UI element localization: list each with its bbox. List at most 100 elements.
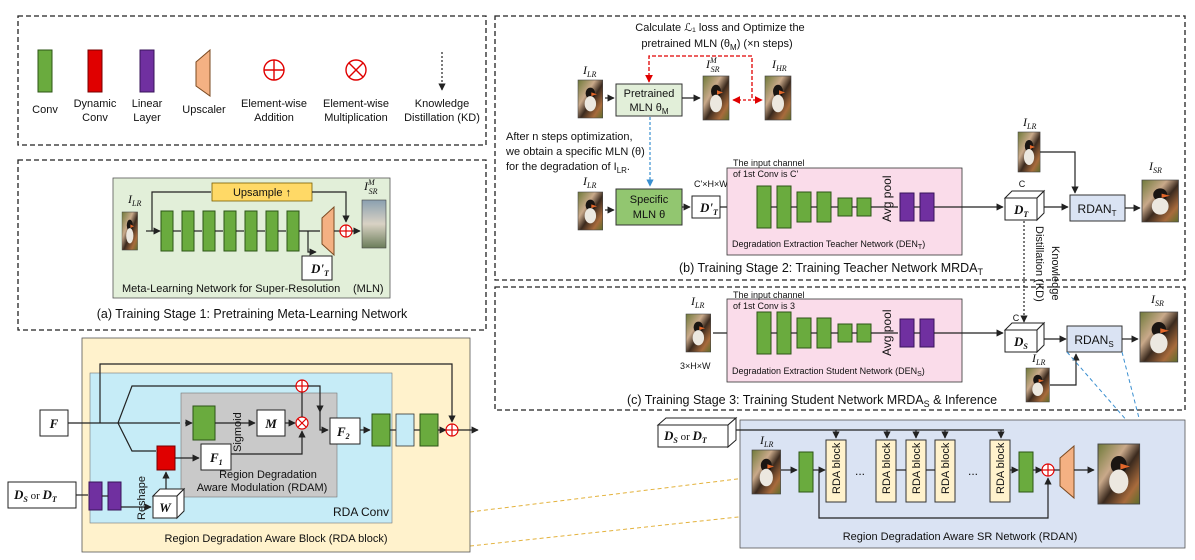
den-s-conv-5 (837, 323, 853, 343)
rda-post-conv-1 (371, 413, 391, 447)
stage2-after-3-end: . (627, 161, 630, 173)
stage1-caption: (a) Training Stage 1: Pretraining Meta-L… (97, 307, 408, 321)
stage3-ilr: I (690, 294, 696, 308)
stage1-conv-1 (160, 210, 174, 252)
svg-text:DT: DT (1013, 202, 1029, 219)
rda-block-panel: F Sigmoid M F1 Region Degradation Awa (7, 337, 479, 553)
rdan-input-2-sub: T (702, 436, 708, 445)
svg-text:DS or DT: DS or DT (663, 428, 708, 445)
rdan-ellipsis-2: ... (968, 464, 978, 478)
legend-addition-label-2: Addition (254, 112, 294, 124)
stage2-isr2: I (1148, 159, 1154, 173)
rdan-rda-block-5 (989, 439, 1011, 503)
svg-text:ILR: ILR (759, 433, 773, 449)
svg-text:ILR: ILR (1031, 351, 1045, 367)
rda-conv-layer (192, 405, 216, 441)
stage3-ds: D (1013, 334, 1024, 349)
rdan-s-label: RDAN (1074, 333, 1108, 347)
stage2-ilr-sub: LR (586, 70, 596, 79)
rda-linear-2 (107, 481, 122, 511)
stage2-after-1: After n steps optimization, (506, 131, 633, 143)
svg-text:MLN θM: MLN θM (629, 102, 668, 116)
rda-post-activation (395, 413, 415, 447)
stage1-conv-3 (202, 210, 216, 252)
specific-mln-box (615, 188, 683, 226)
stage2-ilr: I (582, 63, 588, 77)
svg-text:F2: F2 (336, 424, 350, 441)
legend-conv-label: Conv (32, 104, 58, 116)
zoom-line-rdan-right (1121, 351, 1141, 423)
stage2-lr-image-2 (577, 191, 604, 231)
stage2-calc-line-2: pretrained MLN (θ (641, 38, 730, 50)
svg-text:DS: DS (1013, 334, 1028, 351)
rdan-t-label-sub: T (1112, 209, 1117, 218)
rda-f1: F (209, 450, 219, 465)
rda-f2-box (329, 417, 361, 445)
stage2-after-3: for the degradation of I (506, 161, 617, 173)
stage2-sr-image-2 (1141, 179, 1180, 223)
kd-label-1: Knowledge (1049, 246, 1061, 300)
rdan-rda-block-5-label: RDA block (995, 442, 1007, 494)
stage1-conv-5 (244, 210, 258, 252)
den-t-conv-6 (856, 197, 872, 217)
stage2-dt-sub: T (1023, 210, 1029, 219)
den-t-linear-1 (899, 192, 915, 222)
legend-addition-icon (263, 59, 285, 81)
den-t-conv-4 (816, 191, 832, 223)
den-s-note-1: The input channel (733, 290, 805, 300)
svg-text:ISR: ISR (1148, 159, 1162, 175)
rdan-t-box (1069, 194, 1126, 222)
svg-text:D'T: D'T (310, 261, 330, 278)
rdan-input-1: D (663, 428, 674, 443)
stage2-isr: I (705, 57, 711, 71)
svg-text:ILR: ILR (1022, 115, 1036, 131)
svg-text:ILR: ILR (127, 192, 141, 208)
rda-sigmoid: Sigmoid (232, 412, 244, 452)
rda-dynamic-conv (156, 445, 176, 471)
legend-kd-label-2: Distillation (KD) (404, 112, 480, 124)
rdan-upscaler (1059, 444, 1075, 500)
stage2-dt-prime-sub: T (713, 208, 719, 217)
den-s-conv-4 (816, 317, 832, 349)
stage1-dt-prime: D' (310, 261, 324, 276)
zoom-line-block-top (469, 467, 827, 513)
legend-linear-label-2: Layer (133, 112, 161, 124)
stage2-ihr-sub: HR (775, 64, 787, 73)
rda-m-box (256, 409, 286, 437)
stage2-calc-line-1: Calculate ℒ₁ loss and Optimize the (635, 22, 804, 34)
rdan-rda-block-4-label: RDA block (940, 442, 952, 494)
legend-multiplication-label-2: Multiplication (324, 112, 388, 124)
rda-block-title: Region Degradation Aware Block (RDA bloc… (165, 533, 388, 545)
rda-reshape: Reshape (136, 476, 148, 520)
rda-f1-sub: 1 (219, 458, 223, 467)
den-t-note-1: The input channel (733, 158, 805, 168)
rda-input-1-sub: S (23, 495, 28, 504)
rdan-input-cube (656, 416, 738, 449)
stage3-caption-sub: S (924, 399, 930, 409)
stage2-isr-sub: SR (711, 65, 720, 74)
den-t-conv-2 (776, 185, 792, 229)
rdan-title: Region Degradation Aware SR Network (RDA… (843, 531, 1078, 543)
rdan-rda-block-1 (825, 439, 847, 503)
stage3-ds-sub: S (1023, 342, 1028, 351)
svg-text:ISR: ISR (1150, 292, 1164, 308)
stage2-panel: Calculate ℒ₁ loss and Optimize the pretr… (494, 15, 1186, 281)
pretrained-mln-label-2: MLN θ (629, 102, 661, 114)
svg-text:for the degradation of ILR.: for the degradation of ILR. (506, 161, 630, 175)
stage2-ilr2-sub: LR (586, 181, 596, 190)
den-t-name-end: ) (922, 239, 925, 249)
rdan-ellipsis-1: ... (855, 464, 865, 478)
stage1-conv-7 (286, 210, 300, 252)
svg-text:Degradation Extraction Teacher: Degradation Extraction Teacher Network (… (732, 239, 925, 251)
svg-text:Degradation Extraction Student: Degradation Extraction Student Network (… (732, 366, 925, 378)
svg-text:(b) Training Stage 2: Training: (b) Training Stage 2: Training Teacher N… (679, 261, 984, 277)
legend-dynamic-conv-label: Dynamic (74, 98, 117, 110)
stage3-ilr2: I (1031, 351, 1037, 365)
svg-text:DS or DT: DS or DT (13, 487, 58, 504)
stage1-addition-icon (339, 224, 353, 238)
svg-text:RDANS: RDANS (1074, 333, 1113, 349)
